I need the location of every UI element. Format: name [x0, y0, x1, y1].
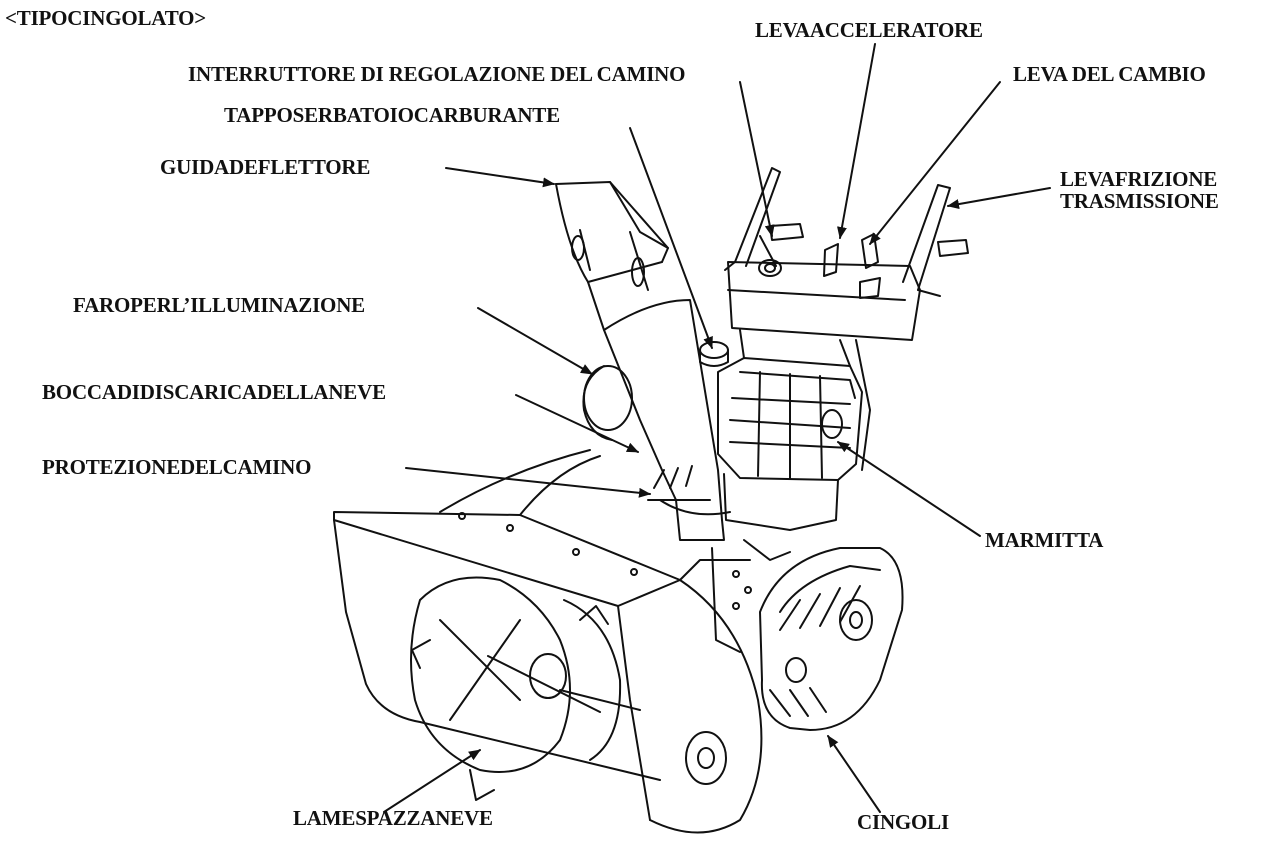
label-discharge-chute: BOCCADIDISCARICADELLANEVE — [42, 380, 386, 404]
control-panel — [727, 233, 921, 341]
track — [711, 539, 904, 731]
handlebar — [724, 167, 969, 297]
label-shift-lever: LEVA DEL CAMBIO — [1013, 62, 1206, 86]
label-clutch-lever: LEVAFRIZIONE TRASMISSIONE — [1060, 168, 1219, 212]
leader-lines — [383, 43, 1051, 813]
discharge-chute — [555, 181, 731, 541]
auger-blades — [410, 576, 641, 801]
engine — [699, 329, 871, 531]
auger-housing — [333, 449, 763, 834]
label-throttle-lever: LEVAACCELERATORE — [755, 18, 983, 42]
label-clutch-line1: LEVAFRIZIONE — [1060, 167, 1218, 191]
label-auger: LAMESPAZZANEVE — [293, 806, 493, 830]
label-tracks: CINGOLI — [857, 810, 949, 834]
label-clutch-line2: TRASMISSIONE — [1060, 189, 1219, 214]
label-chute-guard: PROTEZIONEDELCAMINO — [42, 455, 312, 479]
label-chute-switch: INTERRUTTORE DI REGOLAZIONE DEL CAMINO — [188, 62, 686, 86]
headlight — [582, 365, 633, 441]
label-headlight: FAROPERL’ILLUMINAZIONE — [73, 293, 365, 317]
label-deflector-guide: GUIDADEFLETTORE — [160, 155, 371, 179]
label-fuel-cap: TAPPOSERBATOIOCARBURANTE — [224, 103, 560, 127]
label-muffler: MARMITTA — [985, 528, 1104, 552]
diagram-heading: <TIPOCINGOLATO> — [5, 6, 207, 30]
